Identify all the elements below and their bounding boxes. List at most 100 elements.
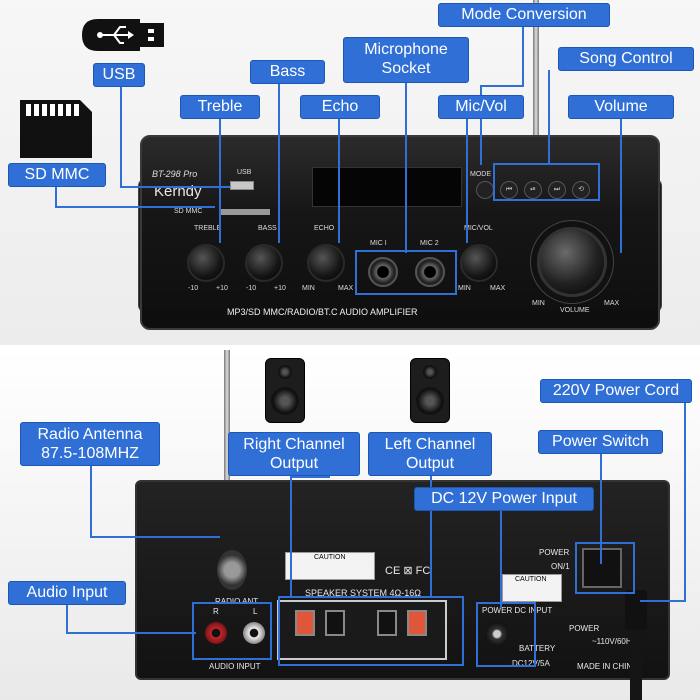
microphone-socket-callout-line1: Microphone — [364, 41, 448, 58]
mode-label: MODE — [470, 171, 491, 178]
repeat-button[interactable]: ⟲ — [572, 181, 590, 199]
caution-text: CAUTION — [314, 554, 346, 561]
antenna-line-h — [90, 536, 220, 538]
echo-line — [338, 118, 340, 243]
dc-input-box — [476, 602, 536, 667]
antenna-rod — [533, 0, 539, 150]
mode-line-v — [522, 26, 524, 86]
speaker-terminal-box — [278, 596, 464, 666]
usb-port[interactable] — [230, 181, 254, 190]
usb-line-v — [120, 86, 122, 188]
usb-line-h — [120, 186, 230, 188]
power-dc-input-text: POWER DC INPUT — [482, 606, 553, 615]
lcd-display — [312, 167, 462, 207]
micvol-min: MIN — [458, 285, 471, 292]
bass-callout: Bass — [250, 60, 325, 84]
audio-input-line-h2 — [66, 632, 196, 634]
radio-ant-text: RADIO ANT — [215, 597, 259, 606]
song-control-box — [493, 163, 600, 201]
prev-track-button[interactable]: ⏮ — [500, 181, 518, 199]
sd-card-icon — [20, 100, 92, 158]
echo-min: MIN — [302, 285, 315, 292]
play-pause-button[interactable]: ⏯ — [524, 181, 542, 199]
volume-knob[interactable] — [537, 227, 607, 297]
echo-knob[interactable] — [307, 244, 345, 282]
speaker-system-text: SPEAKER SYSTEM 4Ω-16Ω — [305, 588, 421, 598]
song-control-callout: Song Control — [558, 47, 694, 71]
mic1-socket[interactable] — [368, 257, 398, 287]
audio-input-box — [192, 602, 272, 660]
battery-text: BATTERY — [519, 644, 556, 653]
sd-line-h — [55, 206, 215, 208]
footer-text: MP3/SD MMC/RADIO/BT.C AUDIO AMPLIFIER — [227, 307, 418, 317]
right-neg-terminal[interactable] — [325, 610, 345, 636]
sd-card-slot[interactable] — [220, 209, 270, 215]
rca-right-jack[interactable] — [205, 622, 227, 644]
amplifier-rear: RADIO ANT CAUTION CE ⊠ FC SPEAKER SYSTEM… — [135, 480, 670, 680]
bass-knob[interactable] — [245, 244, 283, 282]
treble-knob[interactable] — [187, 244, 225, 282]
caution-label: CAUTION — [285, 552, 375, 580]
dc-barrel-jack[interactable] — [485, 622, 509, 646]
usb-drive-icon — [82, 19, 164, 51]
left-neg-terminal[interactable] — [377, 610, 397, 636]
next-track-button[interactable]: ⏭ — [548, 181, 566, 199]
left-channel-callout-line2: Output — [405, 455, 455, 472]
mic2-panel-label: MIC 2 — [420, 240, 439, 247]
volume-callout: Volume — [568, 95, 674, 119]
micvol-max: MAX — [490, 285, 506, 292]
sd-slot-label: SD MMC — [174, 208, 203, 215]
audio-input-text: AUDIO INPUT — [209, 662, 261, 671]
microphone-socket-callout: Microphone Socket — [343, 37, 469, 83]
radio-antenna-callout-line2: 87.5-108MHZ — [41, 445, 139, 462]
made-in-china-text: MADE IN CHINA — [577, 662, 638, 671]
bass-panel-label: BASS — [258, 225, 277, 232]
power-switch-line — [600, 454, 602, 564]
mic2-socket[interactable] — [415, 257, 445, 287]
left-ch-line — [430, 476, 432, 596]
rca-left-jack[interactable] — [243, 622, 265, 644]
rca-r-text: R — [213, 607, 219, 616]
left-pos-terminal[interactable] — [407, 610, 427, 636]
right-channel-callout: Right Channel Output — [228, 432, 360, 476]
audio-input-callout: Audio Input — [8, 581, 126, 605]
power-rocker-switch[interactable] — [582, 548, 622, 588]
mic1-panel-label: MIC I — [370, 240, 387, 247]
model-text: BT-298 Pro — [152, 169, 198, 179]
amplifier-front: BT-298 Pro USB Kerndy SD MMC TREBLE BASS… — [140, 135, 660, 330]
bass-max: +10 — [274, 285, 286, 292]
mic-socket-box — [355, 250, 457, 295]
right-pos-terminal[interactable] — [295, 610, 315, 636]
song-line — [548, 70, 550, 165]
rear-panel-view: RADIO ANT CAUTION CE ⊠ FC SPEAKER SYSTEM… — [0, 350, 700, 700]
left-channel-callout-line1: Left Channel — [384, 436, 476, 453]
usb-port-label: USB — [237, 169, 252, 176]
dc12v-text: DC12V/5A — [512, 659, 550, 668]
mic-vol-callout: Mic/Vol — [438, 95, 524, 119]
usb-callout: USB — [93, 63, 145, 87]
mode-line-v2 — [480, 85, 482, 165]
radio-antenna-callout-line1: Radio Antenna — [37, 426, 143, 443]
treble-max: +10 — [216, 285, 228, 292]
antenna-line-v — [90, 466, 92, 538]
mic-vol-knob[interactable] — [460, 244, 498, 282]
mode-button[interactable] — [476, 181, 494, 199]
front-panel-view: BT-298 Pro USB Kerndy SD MMC TREBLE BASS… — [0, 0, 700, 345]
power-text: POWER — [539, 548, 570, 557]
rear-antenna-rod — [224, 350, 230, 545]
dc-line — [500, 510, 502, 608]
radio-antenna-callout: Radio Antenna 87.5-108MHZ — [20, 422, 160, 466]
power-switch-callout: Power Switch — [538, 430, 663, 454]
echo-max: MAX — [338, 285, 354, 292]
echo-panel-label: ECHO — [314, 225, 335, 232]
right-channel-callout-line2: Output — [269, 455, 319, 472]
ce-fc-text: CE ⊠ FC — [385, 565, 431, 577]
mode-conversion-callout: Mode Conversion — [438, 3, 610, 27]
right-speaker-icon — [265, 358, 305, 423]
power-switch-box — [575, 542, 635, 594]
left-speaker-icon — [410, 358, 450, 423]
volume-panel-label: VOLUME — [560, 307, 590, 314]
echo-callout: Echo — [300, 95, 380, 119]
micvol-line — [466, 118, 468, 243]
antenna-connector[interactable] — [217, 550, 247, 590]
